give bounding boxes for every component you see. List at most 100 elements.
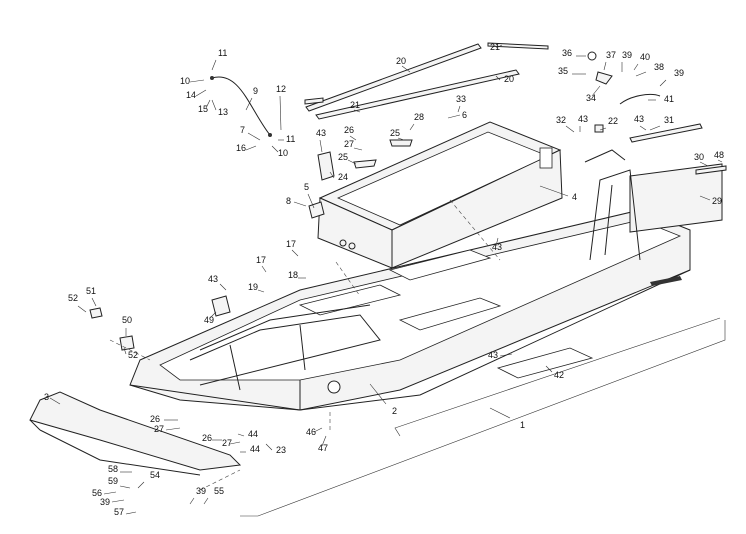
callout-number: 17 bbox=[256, 255, 266, 265]
leader-line bbox=[265, 443, 273, 451]
leader-line bbox=[495, 237, 499, 247]
callout-number: 8 bbox=[286, 196, 291, 206]
callout-number: 11 bbox=[218, 48, 227, 58]
top-rails bbox=[304, 42, 549, 120]
leader-line bbox=[103, 491, 117, 495]
callout-number: 21 bbox=[350, 100, 360, 110]
callout-number: 28 bbox=[414, 112, 424, 122]
callout-number: 43 bbox=[316, 128, 326, 138]
callout-number: 44 bbox=[248, 429, 258, 439]
callout-number: 19 bbox=[248, 282, 258, 292]
callout-number: 17 bbox=[286, 239, 296, 249]
callout-number: 4 bbox=[572, 192, 577, 202]
callout-number: 37 bbox=[606, 50, 616, 60]
callout-number: 52 bbox=[68, 293, 78, 303]
callout-number: 38 bbox=[654, 62, 664, 72]
callout-number: 49 bbox=[204, 315, 214, 325]
callout-number: 42 bbox=[554, 370, 564, 380]
callout-number: 57 bbox=[114, 507, 124, 517]
leader-line bbox=[495, 44, 503, 49]
leader-line bbox=[293, 201, 307, 207]
leader-line bbox=[599, 127, 607, 131]
callout-number: 31 bbox=[664, 115, 674, 125]
leader-line bbox=[307, 193, 315, 209]
tube-frame bbox=[189, 304, 381, 391]
leader-line bbox=[347, 159, 357, 165]
leader-line bbox=[699, 161, 709, 167]
leader-line bbox=[649, 125, 661, 131]
leader-line bbox=[237, 433, 245, 437]
leader-line bbox=[77, 305, 87, 313]
callout-number: 39 bbox=[622, 50, 632, 60]
leader-line bbox=[123, 347, 127, 355]
leader-line bbox=[211, 99, 217, 111]
leader-line bbox=[353, 109, 361, 113]
leader-line bbox=[353, 147, 363, 151]
leader-line bbox=[165, 427, 181, 431]
leader-line bbox=[91, 297, 97, 307]
callout-number: 55 bbox=[214, 486, 224, 496]
floor-grates bbox=[298, 249, 594, 379]
callout-number: 30 bbox=[694, 152, 704, 162]
leader-line bbox=[261, 265, 267, 273]
leader-line bbox=[699, 195, 711, 201]
pull-bar bbox=[29, 391, 242, 476]
callout-number: 20 bbox=[396, 56, 406, 66]
callout-number: 14 bbox=[186, 90, 196, 100]
leader-line bbox=[247, 132, 261, 141]
hardware-cluster bbox=[587, 51, 727, 175]
callout-number: 27 bbox=[344, 139, 354, 149]
leader-line bbox=[397, 137, 405, 141]
callout-number: 27 bbox=[154, 424, 164, 434]
leader-line bbox=[219, 283, 227, 291]
callout-number: 5 bbox=[304, 182, 309, 192]
leader-line bbox=[279, 95, 282, 131]
callout-number: 35 bbox=[558, 66, 568, 76]
leader-lines bbox=[49, 44, 723, 515]
leader-line bbox=[489, 407, 511, 419]
leader-line bbox=[717, 159, 723, 163]
sled-body bbox=[129, 209, 691, 411]
leader-line bbox=[639, 125, 647, 131]
callout-number: 50 bbox=[122, 315, 132, 325]
leader-line bbox=[499, 353, 513, 357]
leader-line bbox=[125, 511, 137, 515]
leader-line bbox=[603, 61, 607, 71]
callout-number: 10 bbox=[180, 76, 190, 86]
leader-line bbox=[229, 441, 241, 445]
callout-number: 1 bbox=[520, 420, 525, 430]
leader-line bbox=[447, 114, 461, 119]
leader-line bbox=[271, 145, 279, 153]
callout-number: 43 bbox=[488, 350, 498, 360]
cable bbox=[210, 76, 272, 137]
callout-number: 15 bbox=[198, 104, 208, 114]
alignment-lines bbox=[109, 199, 501, 491]
leader-line bbox=[633, 63, 639, 71]
leader-line bbox=[495, 75, 501, 81]
leader-line bbox=[211, 59, 217, 71]
callout-number: 25 bbox=[390, 128, 400, 138]
callout-number: 20 bbox=[504, 74, 514, 84]
callout-number: 2 bbox=[392, 406, 397, 416]
brackets bbox=[89, 139, 413, 351]
leader-line bbox=[369, 383, 387, 405]
callout-number: 47 bbox=[318, 443, 328, 453]
callout-number: 39 bbox=[196, 486, 206, 496]
leader-line bbox=[457, 105, 461, 113]
callout-number: 6 bbox=[462, 110, 467, 120]
assembly-outline bbox=[240, 317, 726, 517]
callout-number: 43 bbox=[492, 242, 502, 252]
leader-line bbox=[257, 289, 265, 293]
leader-line bbox=[119, 485, 131, 489]
leader-line bbox=[137, 481, 145, 489]
callout-number: 43 bbox=[634, 114, 644, 124]
leader-line bbox=[565, 125, 575, 133]
callout-number: 9 bbox=[253, 86, 258, 96]
leader-line bbox=[195, 89, 207, 97]
callout-number: 40 bbox=[640, 52, 650, 62]
callout-number: 33 bbox=[456, 94, 466, 104]
callout-number: 25 bbox=[338, 152, 348, 162]
leader-line bbox=[591, 85, 601, 97]
leader-line bbox=[313, 427, 323, 433]
